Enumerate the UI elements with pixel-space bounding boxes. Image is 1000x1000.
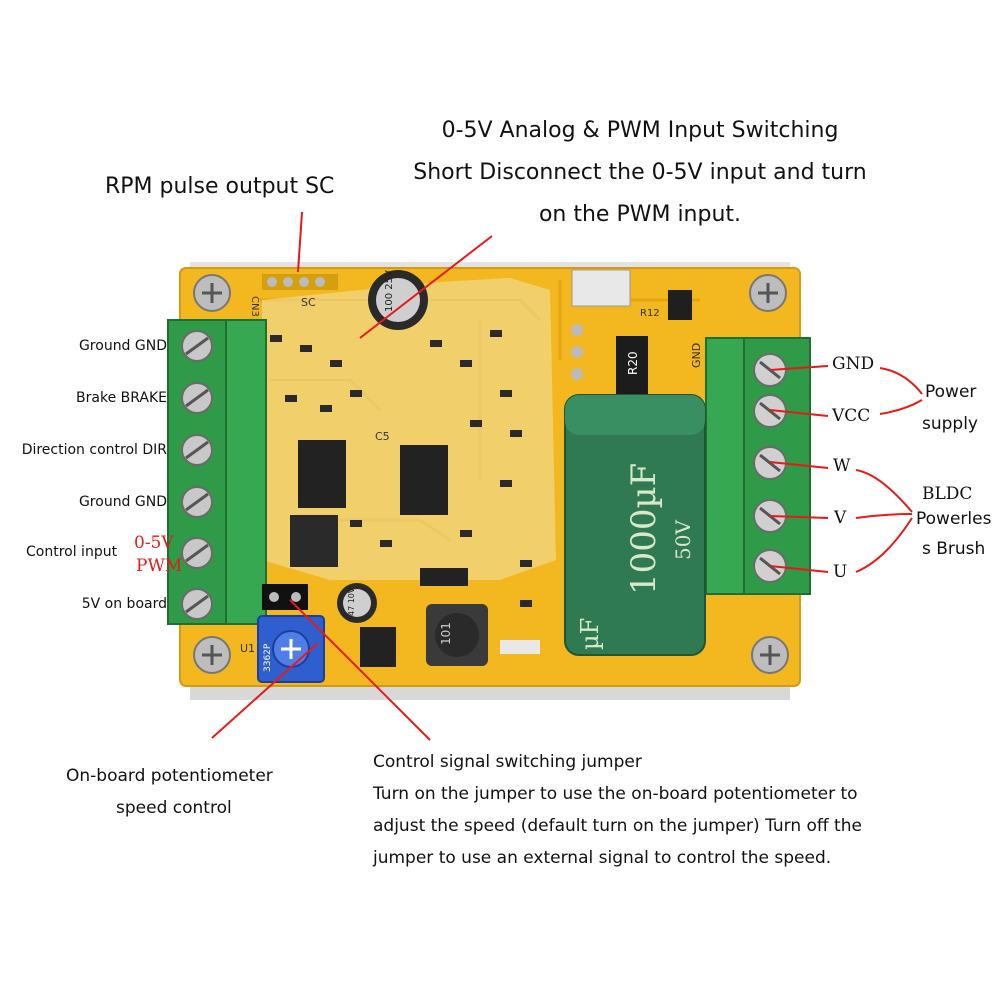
motor-label-line3: s Brush [922,539,986,559]
jumper-line-2: adjust the speed (default turn on the ju… [373,816,862,836]
cn3-silkscreen: CN3 [249,296,260,317]
mode-0-5v: 0-5V [134,533,174,553]
left-screw-slot [185,594,209,614]
resistor-text: R20 [626,351,640,375]
switching-line-2: Short Disconnect the 0-5V input and turn [413,160,867,185]
annotation-lines [211,211,923,741]
power-resistor: R20 [616,336,648,394]
jumper-pointer-line [289,599,431,741]
capacitor-partial-text: µF [576,618,604,650]
motor-brace-u [855,517,913,573]
rpm-pointer-line [297,211,303,273]
left-terminal-block [167,319,267,625]
gnd-pointer-line [769,365,829,371]
r12-silkscreen: R12 [640,308,660,319]
main-capacitor: 1000µF 50V µF [564,394,706,656]
jumper-line-3: jumper to use an external signal to cont… [373,848,832,868]
pot-label-line1: On-board potentiometer [66,766,273,786]
pot-pointer-line [211,642,319,739]
smd-components [270,330,540,654]
w-pointer-line [769,461,829,469]
inductor: 101 [426,604,488,666]
vcc-pointer-line [769,409,829,417]
driver-ics [290,269,692,667]
left-screw-slot [185,492,209,512]
power-label-line2: supply [922,414,978,434]
right-label-w: W [833,456,851,476]
left-screw-slot [185,336,209,356]
left-label-0: Ground GND [78,338,167,354]
left-label-2: Direction control DIR [21,442,167,458]
left-label-3: Ground GND [78,494,167,510]
switch-pointer-line [359,235,493,339]
rpm-output-label: RPM pulse output SC [105,174,335,199]
switching-title: 0-5V Analog & PWM Input Switching [441,118,839,143]
jumper-title: Control signal switching jumper [373,752,642,772]
motor-label-line2: Powerles [916,509,992,529]
left-label-5: 5V on board [81,596,167,612]
pot-code-text: 3362P [263,643,273,672]
right-label-vcc: VCC [832,406,871,426]
sc-header: SC CN3 [249,274,338,317]
left-label-4: Control input [26,544,118,560]
right-label-gnd: GND [832,354,875,374]
power-brace-top [879,367,923,395]
c5-silkscreen: C5 [375,430,390,443]
motor-brace-w [855,469,913,513]
jumper-line-1: Turn on the jumper to use the on-board p… [373,784,858,804]
left-screw-slot [185,440,209,460]
motor-label-line1: BLDC [922,484,973,504]
mounting-screws [193,274,789,674]
capacitor-voltage-text: 50V [671,520,695,560]
gnd-silkscreen: GND [690,343,703,368]
right-label-u: U [833,562,848,582]
v-pointer-line [769,515,829,519]
mode-pwm: PWM [136,556,183,576]
small-capacitor-bottom: 47 10V [337,583,377,623]
small-cap2-text: 47 10V [347,587,356,616]
u-pointer-line [769,565,829,573]
motor-brace-v [855,513,913,519]
potentiometer: 3362P [257,615,325,683]
left-label-1: Brake BRAKE [76,390,167,406]
power-brace-bottom [879,399,923,415]
small-cap-text: 100 25V [384,270,395,312]
u1-silkscreen: U1 [240,642,255,655]
sc-silkscreen: SC [301,296,316,309]
control-jumper [262,584,308,610]
right-terminal-block [705,337,811,595]
switching-line-3: on the PWM input. [538,202,742,227]
power-label-line1: Power [925,382,977,402]
middle-header-pins [571,324,583,380]
inductor-text: 101 [439,622,453,645]
pot-label-line2: speed control [116,798,232,818]
capacitor-value-text: 1000µF [624,463,664,595]
left-screw-slot [185,543,209,563]
right-label-v: V [834,508,847,528]
small-capacitor-top: 100 25V [368,270,428,330]
left-screw-slot [185,388,209,408]
